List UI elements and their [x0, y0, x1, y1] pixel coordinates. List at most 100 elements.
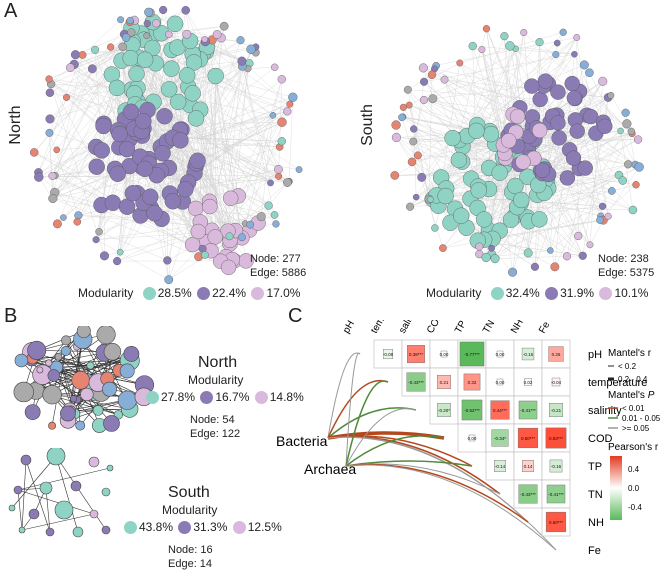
correlation-cell [468, 434, 476, 442]
north-node-count: Node: 277 [250, 253, 301, 265]
north-b-node-count: Node: 54 [190, 414, 235, 426]
north-co-occurrence-network [29, 6, 303, 285]
correlation-cell [383, 349, 393, 359]
module-3-swatch [254, 391, 268, 405]
column-label: pH [341, 320, 357, 336]
row-label: TN [588, 489, 603, 501]
pearson-colorbar [610, 456, 622, 520]
correlation-cell [490, 400, 510, 420]
module-3-swatch [232, 521, 246, 535]
correlation-cell [491, 429, 509, 447]
correlation-value: -0.20* [438, 408, 450, 413]
north-b-edge-count: Edge: 122 [190, 428, 241, 440]
correlation-value: 0.44*** [493, 408, 507, 413]
correlation-value: -0.14 [495, 464, 506, 469]
column-label: salinity [397, 320, 422, 336]
correlation-cell [461, 399, 483, 421]
correlation-value: -0.41*** [548, 492, 564, 497]
module-2-percent: 31.9% [560, 286, 595, 300]
correlation-value: -0.15 [523, 352, 534, 357]
module-3-swatch [251, 287, 265, 301]
module-2-swatch [178, 521, 192, 535]
correlation-cell [496, 378, 504, 386]
mantel-p-lt001: < 0.01 [622, 404, 645, 413]
south-b-edge-count: Edge: 14 [168, 558, 213, 570]
correlation-cell [407, 345, 425, 363]
south-archaea-network [8, 448, 114, 538]
correlation-value: 0.00 [468, 436, 477, 441]
correlation-cell [521, 347, 535, 361]
correlation-value: -0.16 [551, 464, 562, 469]
bacteria-label: Bacteria [276, 433, 328, 449]
correlation-cell [546, 484, 566, 504]
module-3-percent: 12.5% [247, 520, 282, 534]
correlation-cell [440, 350, 448, 358]
correlation-cell [496, 350, 504, 358]
north-b-title: North [198, 354, 238, 371]
column-label: NH [509, 320, 526, 336]
correlation-value: -0.43*** [408, 380, 424, 385]
correlation-value: -0.41*** [520, 408, 536, 413]
pearson-tick-low: -0.4 [628, 503, 642, 512]
correlation-value: 0.50*** [549, 520, 563, 525]
module-1-swatch [146, 391, 159, 405]
mantel-link [345, 435, 445, 467]
south-network-label: South [359, 104, 376, 146]
correlation-cell [518, 400, 538, 420]
correlation-value: 0.38*** [409, 352, 423, 357]
mantel-r-title: Mantel's r [608, 348, 652, 359]
correlation-cell [524, 378, 532, 386]
correlation-value: 0.50*** [521, 436, 535, 441]
row-label: NH [588, 517, 604, 529]
correlation-cell [522, 460, 534, 472]
correlation-cell [459, 341, 485, 367]
module-2-percent: 31.3% [193, 520, 228, 534]
pearson-tick-zero: 0.0 [628, 484, 640, 493]
correlation-value: -0.77*** [464, 352, 480, 357]
correlation-cell [551, 377, 561, 387]
correlation-value: -0.52*** [464, 408, 480, 413]
module-2-percent: 16.7% [215, 390, 250, 404]
south-modularity-legend: Modularity 32.4% 31.9% 10.1% [426, 286, 648, 301]
module-1-percent: 43.8% [139, 520, 174, 534]
module-1-swatch [490, 287, 504, 301]
south-edge-count: Edge: 5375 [598, 267, 655, 279]
correlation-cell [437, 375, 451, 389]
south-b-node-count: Node: 16 [168, 544, 213, 556]
column-label: TN [481, 320, 497, 336]
north-network-stats: Node: 277 Edge: 5886 [250, 252, 306, 280]
row-label: pH [588, 349, 602, 361]
correlation-value: 0.00 [496, 380, 505, 385]
archaea-label: Archaea [304, 461, 356, 477]
correlation-value: -0.08 [383, 352, 394, 357]
modularity-label: Modularity [426, 286, 482, 300]
correlation-cell [406, 372, 426, 392]
correlation-value: -0.04 [551, 380, 562, 385]
north-modularity-legend: Modularity 28.5% 22.4% 17.0% [78, 286, 301, 301]
module-1-swatch [124, 521, 137, 535]
module-3-percent: 17.0% [266, 286, 301, 300]
module-1-percent: 32.4% [505, 286, 540, 300]
module-1-percent: 28.5% [157, 286, 192, 300]
mantel-link [345, 408, 417, 467]
column-label: Fe [537, 320, 553, 336]
correlation-cell [437, 403, 451, 417]
mantel-link [345, 460, 473, 467]
panel-a-letter: A [4, 0, 18, 22]
panel-b-letter: B [4, 305, 18, 327]
pearson-title: Pearson's r [608, 442, 659, 453]
correlation-cell [517, 427, 539, 449]
correlation-value: 0.32 [468, 380, 477, 385]
south-node-count: Node: 238 [598, 253, 649, 265]
correlation-value: 0.53*** [549, 436, 563, 441]
row-label: temperature [588, 377, 647, 389]
mantel-p-mid: 0.01 - 0.05 [622, 414, 661, 423]
mantel-p-title: Mantel's P [608, 390, 655, 401]
mantel-p-ge005: >= 0.05 [622, 424, 650, 433]
row-label: salinity [588, 405, 622, 417]
correlation-value: -0.21 [551, 408, 562, 413]
column-label: COD [425, 320, 446, 336]
module-1-swatch [142, 287, 156, 301]
row-label: COD [588, 433, 613, 445]
